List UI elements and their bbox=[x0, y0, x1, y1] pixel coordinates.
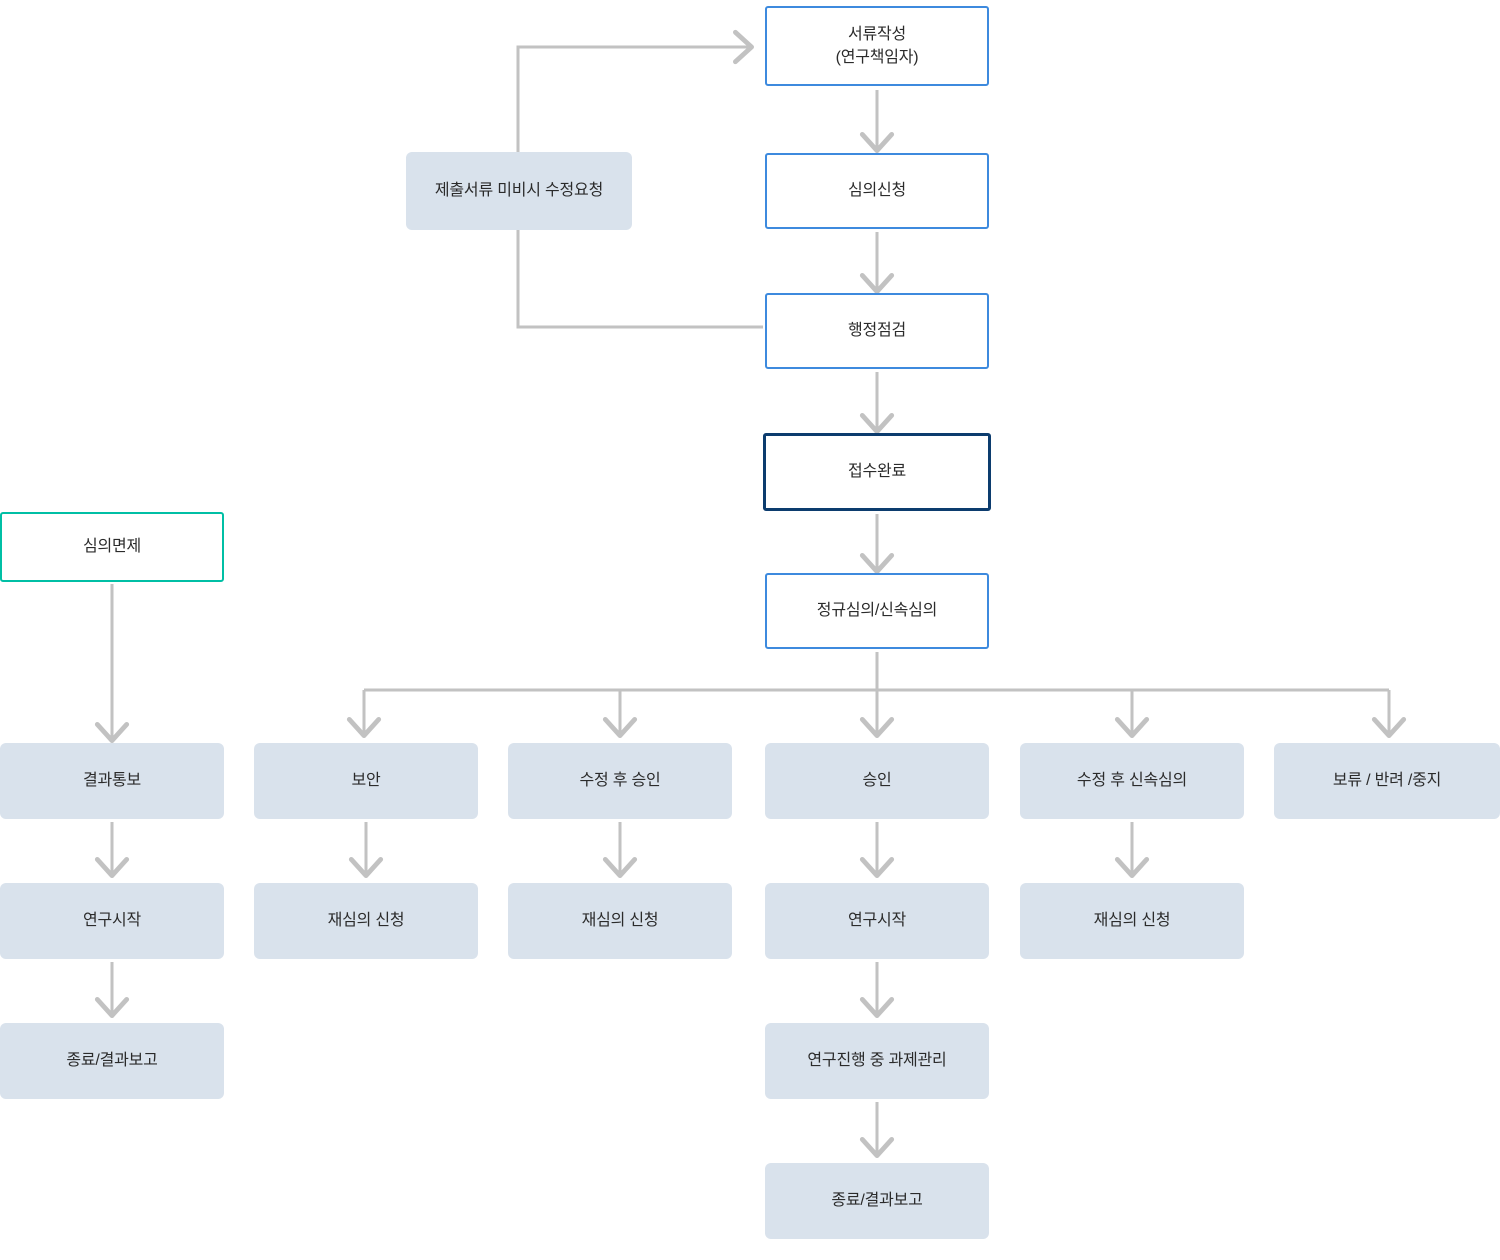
edge-haengjeong-to-revise bbox=[516, 230, 763, 329]
node-jongryo-gyeolgwa-bogo-center[interactable]: 종료/결과보고 bbox=[765, 1163, 989, 1239]
node-jaesimui-sincheong-boan[interactable]: 재심의 신청 bbox=[254, 883, 478, 959]
node-simui-sincheong[interactable]: 심의신청 bbox=[765, 153, 989, 229]
node-simui-myeonje[interactable]: 심의면제 bbox=[0, 512, 224, 582]
node-boryu-ballyeo-jungji[interactable]: 보류 / 반려 /중지 bbox=[1274, 743, 1500, 819]
node-yeongu-jinhaeng-gwaje-gwanri[interactable]: 연구진행 중 과제관리 bbox=[765, 1023, 989, 1099]
node-jeopsu-wanryo[interactable]: 접수완료 bbox=[763, 433, 991, 511]
node-jongryo-gyeolgwa-bogo-left[interactable]: 종료/결과보고 bbox=[0, 1023, 224, 1099]
edge-revise-to-seoryu bbox=[516, 29, 754, 152]
node-revise-request[interactable]: 제출서류 미비시 수정요청 bbox=[406, 152, 632, 230]
node-seoryu-jakseong[interactable]: 서류작성 (연구책임자) bbox=[765, 6, 989, 86]
node-jaesimui-sincheong-sujeong[interactable]: 재심의 신청 bbox=[508, 883, 732, 959]
node-jaesimui-sincheong-sinsok[interactable]: 재심의 신청 bbox=[1020, 883, 1244, 959]
node-sujeong-hu-sinsoksimui[interactable]: 수정 후 신속심의 bbox=[1020, 743, 1244, 819]
node-yeongu-sijak-left[interactable]: 연구시작 bbox=[0, 883, 224, 959]
node-haengjeong-jeomgeom[interactable]: 행정점검 bbox=[765, 293, 989, 369]
node-gyeolgwa-tongbo[interactable]: 결과통보 bbox=[0, 743, 224, 819]
node-jeonggyu-sinsok-simui[interactable]: 정규심의/신속심의 bbox=[765, 573, 989, 649]
node-sujeong-hu-seungin[interactable]: 수정 후 승인 bbox=[508, 743, 732, 819]
node-yeongu-sijak-center[interactable]: 연구시작 bbox=[765, 883, 989, 959]
node-seungin[interactable]: 승인 bbox=[765, 743, 989, 819]
node-boan[interactable]: 보안 bbox=[254, 743, 478, 819]
